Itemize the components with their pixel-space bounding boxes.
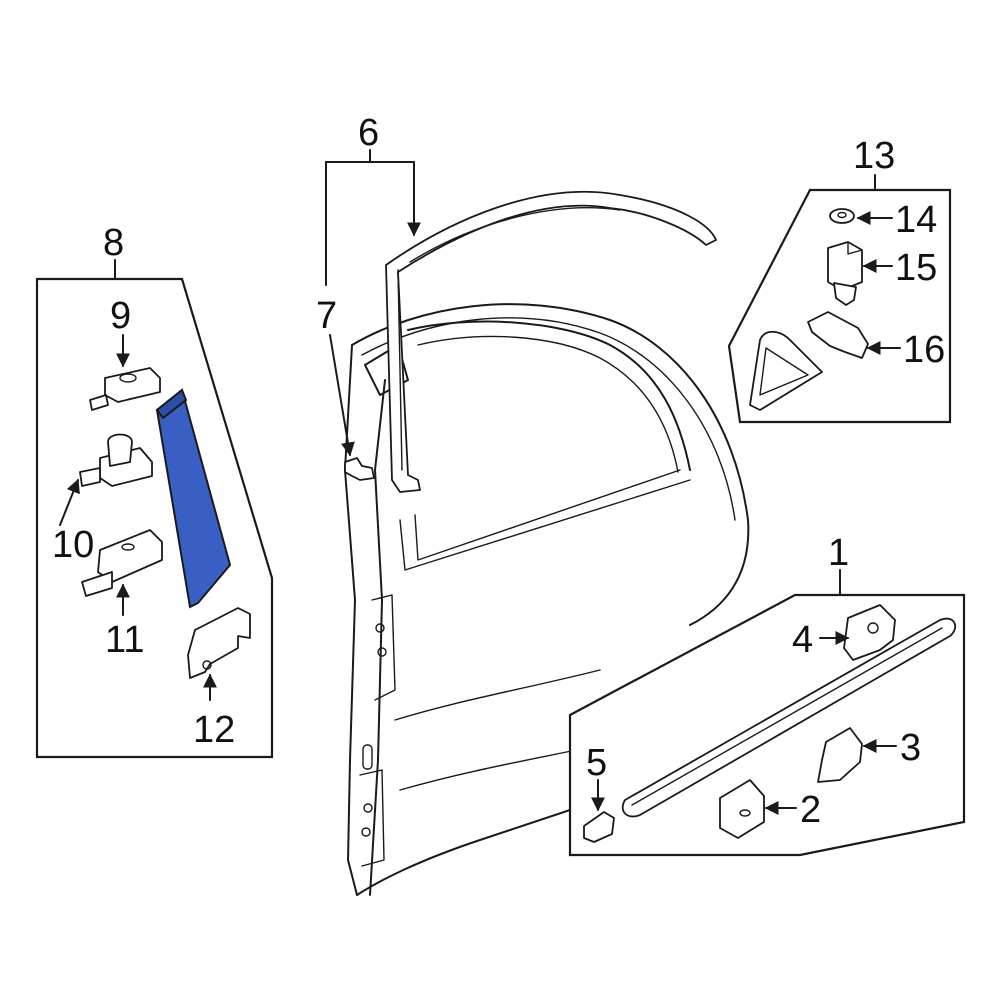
applique-panel-highlighted[interactable] xyxy=(155,388,232,609)
callout-11: 11 xyxy=(105,619,144,661)
clip-part-3[interactable] xyxy=(817,727,863,783)
callout-8: 8 xyxy=(103,222,124,264)
callout-4: 4 xyxy=(792,619,813,661)
callout-5: 5 xyxy=(586,742,607,784)
window-channel-part-6[interactable] xyxy=(385,191,717,493)
callout-box-8 xyxy=(35,277,274,759)
triangle-trim-part[interactable] xyxy=(749,330,823,411)
molding-strip[interactable] xyxy=(621,617,957,818)
callout-9: 9 xyxy=(110,295,131,337)
callout-14: 14 xyxy=(895,199,937,241)
clip-part-7[interactable] xyxy=(344,457,375,481)
leader-lines xyxy=(59,149,901,815)
clip-part-4[interactable] xyxy=(843,604,896,661)
clip-part-2[interactable] xyxy=(719,779,765,839)
retainer-part-9[interactable] xyxy=(89,367,161,411)
callout-3: 3 xyxy=(900,727,921,769)
bracket-part-12[interactable] xyxy=(187,607,251,679)
callout-2: 2 xyxy=(800,789,821,831)
callout-16: 16 xyxy=(903,329,945,371)
grommet-part-15[interactable] xyxy=(827,241,863,306)
callout-10: 10 xyxy=(52,524,94,566)
callout-6: 6 xyxy=(358,112,379,154)
end-cap-part-5[interactable] xyxy=(583,811,615,843)
clip-part-10[interactable] xyxy=(79,433,153,487)
callout-15: 15 xyxy=(895,247,937,289)
callout-12: 12 xyxy=(193,709,235,751)
retainer-part-11[interactable] xyxy=(81,529,163,597)
washer-part-14[interactable] xyxy=(829,208,855,224)
callout-1: 1 xyxy=(828,532,849,574)
callout-7: 7 xyxy=(316,295,337,337)
callout-13: 13 xyxy=(853,135,895,177)
bracket-part-16[interactable] xyxy=(807,311,869,359)
